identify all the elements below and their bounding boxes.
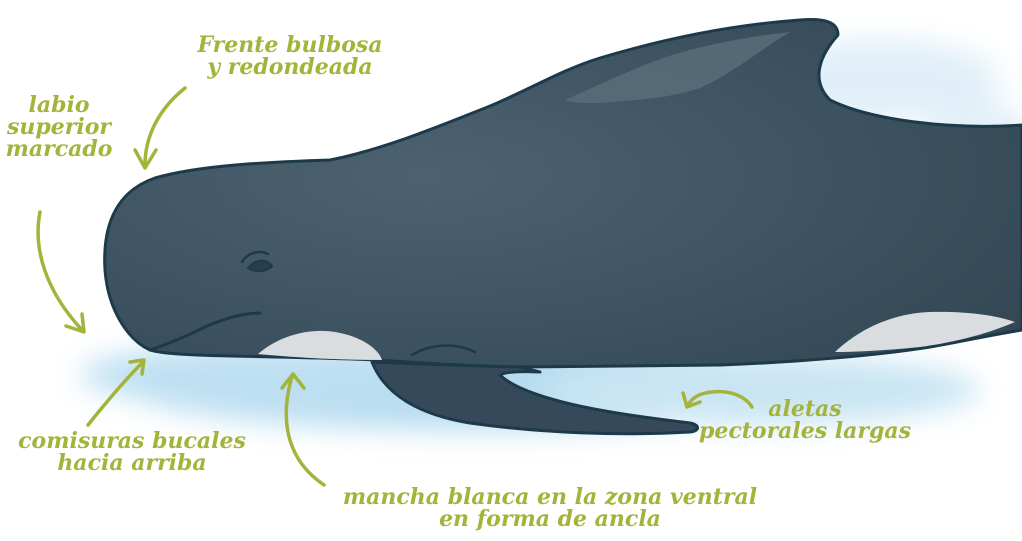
label-labio-superior: labio superior marcado	[0, 94, 118, 160]
label-aletas-pectorales: aletas pectorales largas	[690, 398, 920, 442]
arrow-labio	[38, 212, 84, 332]
label-mancha-blanca: mancha blanca en la zona ventral en form…	[320, 486, 780, 530]
arrow-frente	[135, 88, 185, 168]
label-frente-bulbosa: Frente bulbosa y redondeada	[190, 34, 390, 78]
label-comisuras-bucales: comisuras bucales hacia arriba	[8, 430, 256, 474]
